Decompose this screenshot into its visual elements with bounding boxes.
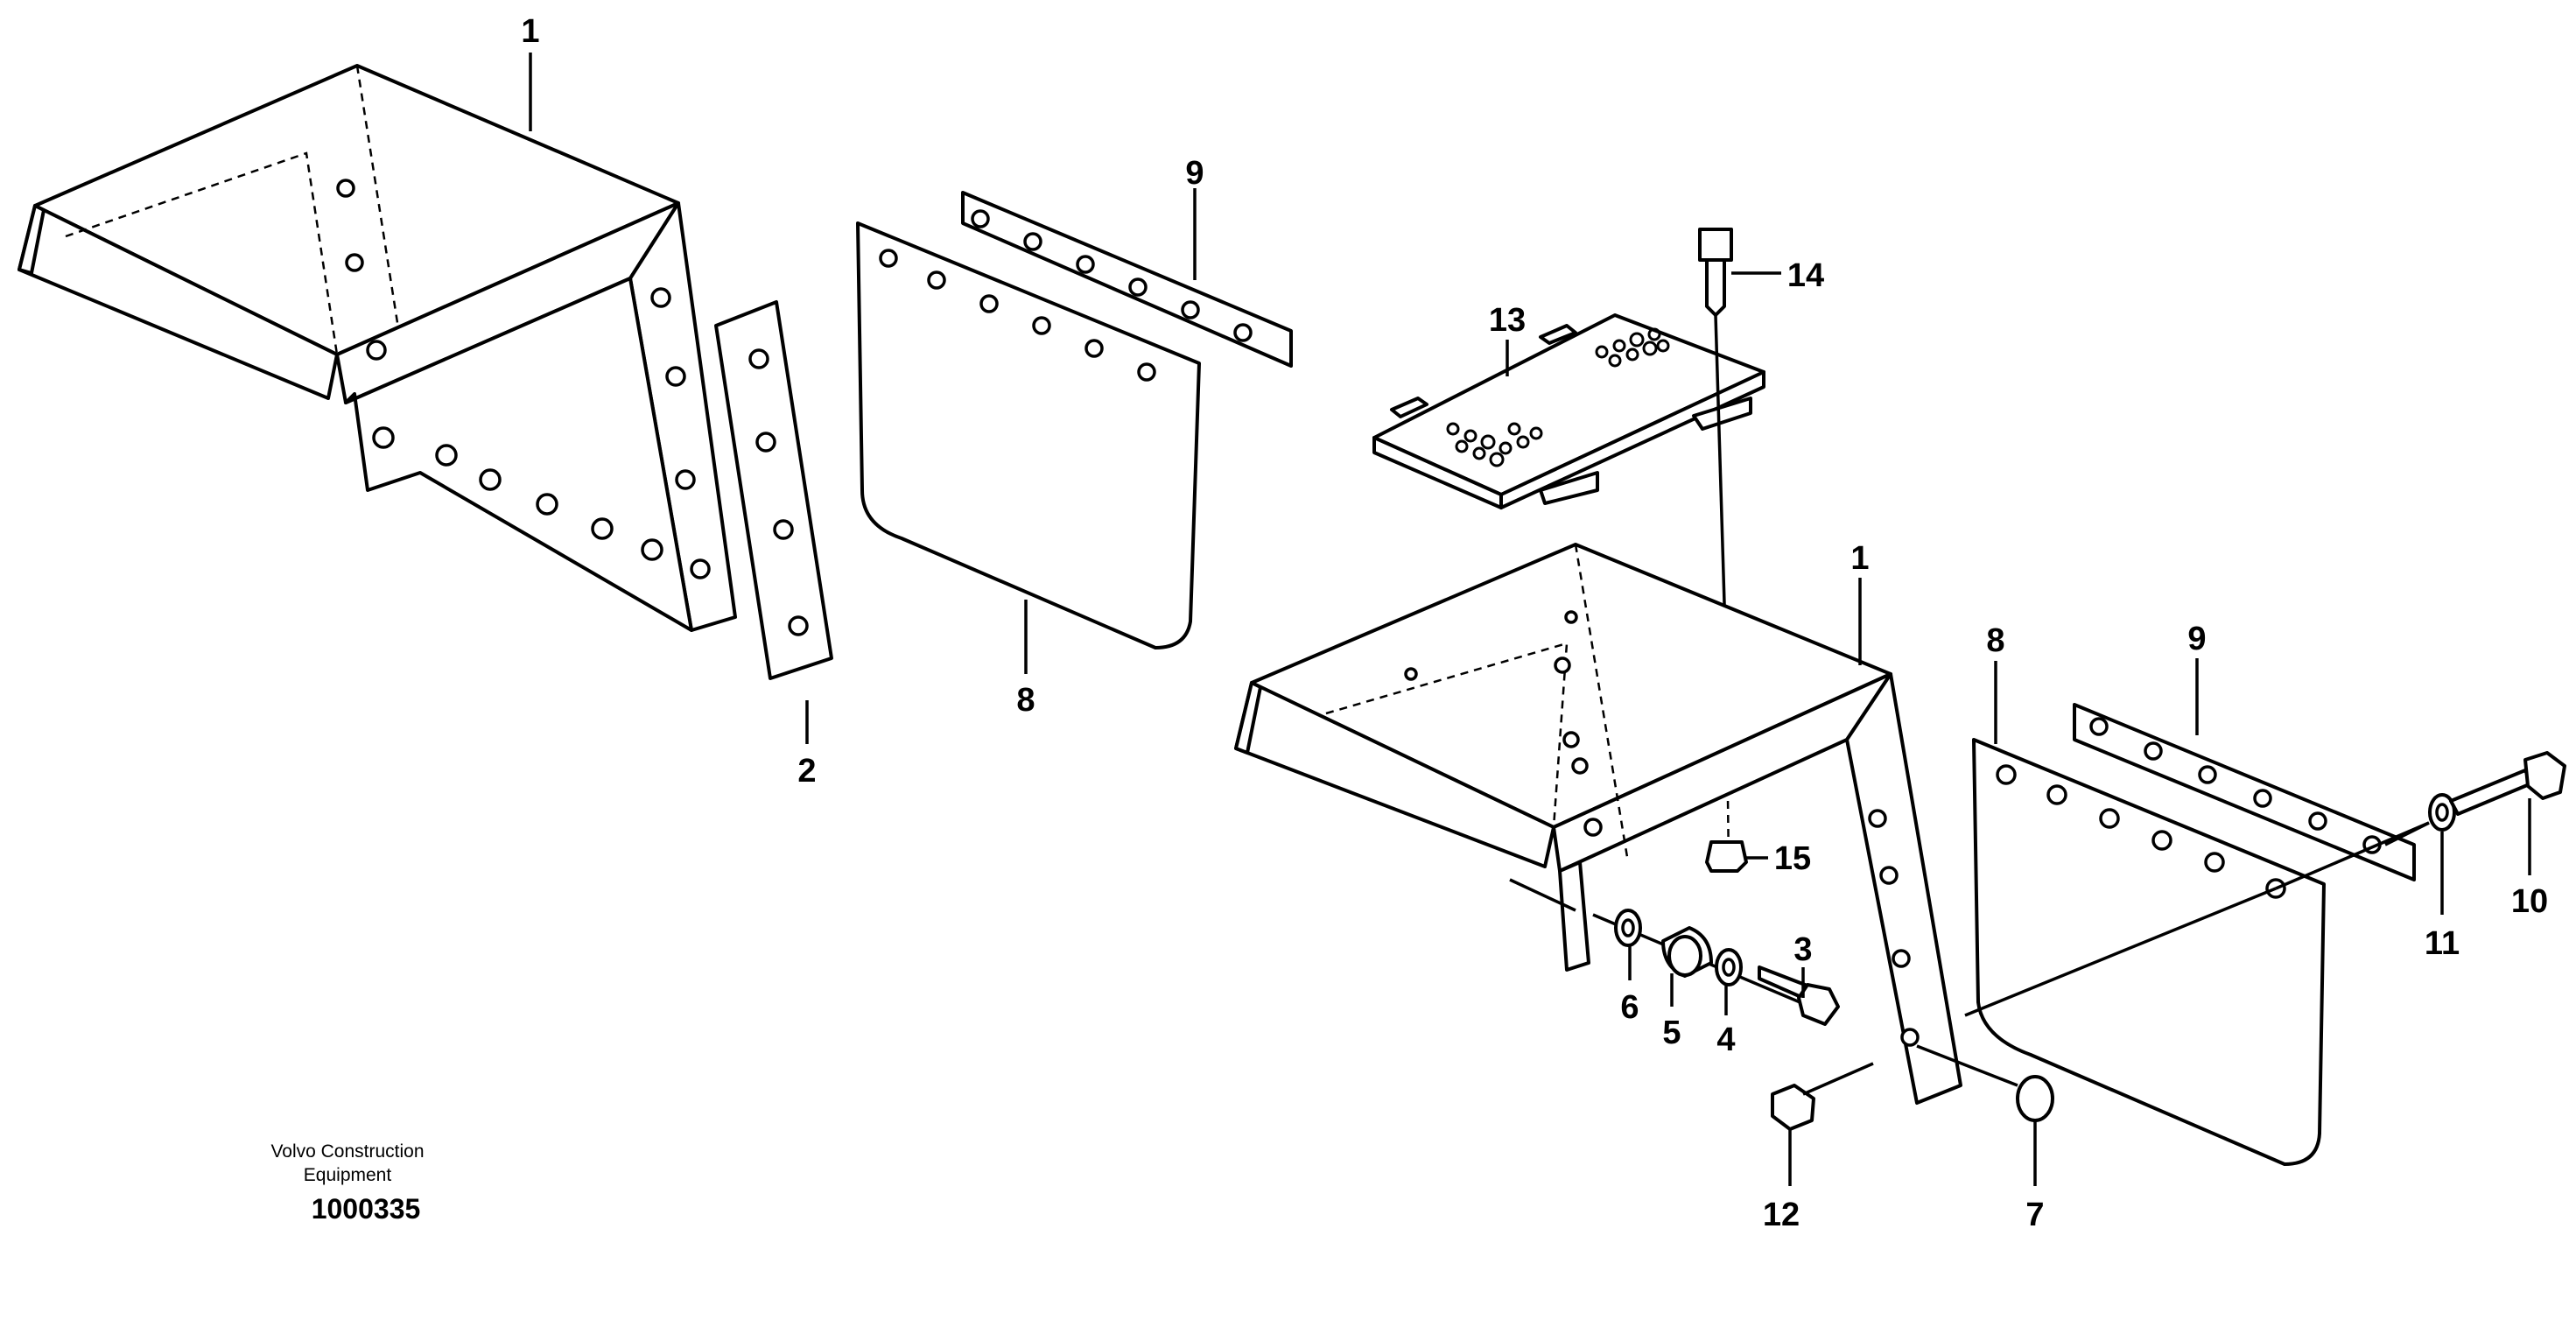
- diagram-caption: Volvo Construction Equipment 1000335: [270, 1141, 424, 1225]
- fastener-stack: [1509, 878, 1840, 1026]
- callout-labels: 1 2 9 8 13 14 1 8 9 15 3 6 5 4 11 10 12 …: [521, 13, 2548, 1233]
- callout-5: 5: [1662, 1015, 1681, 1051]
- mudguard-bracket-right: [1234, 543, 1962, 1105]
- callout-2: 2: [797, 753, 816, 790]
- leader-lines: [529, 53, 2531, 1186]
- caption-company-line1: Volvo Construction: [270, 1141, 424, 1162]
- anti-slip-holes-b: [1595, 327, 1670, 368]
- caption-company-line2: Equipment: [304, 1165, 392, 1185]
- callout-9-left: 9: [1185, 155, 1204, 192]
- callout-1-left: 1: [521, 13, 539, 50]
- bolt-10: [2449, 751, 2566, 816]
- mudflap-right: [1972, 738, 2326, 1166]
- clamp-strip-left: [961, 191, 1293, 368]
- callout-8-right: 8: [1986, 622, 2004, 659]
- callout-11: 11: [2425, 925, 2460, 962]
- callout-1-right: 1: [1850, 540, 1869, 577]
- washer-11: [2384, 793, 2456, 846]
- clamp-strip-right: [2073, 703, 2416, 881]
- callout-15: 15: [1774, 840, 1811, 877]
- caption-drawing-number: 1000335: [312, 1193, 421, 1225]
- callout-14: 14: [1787, 257, 1824, 294]
- rivet-12: [1771, 1062, 1874, 1131]
- nut-15: [1705, 840, 1768, 873]
- callout-4: 4: [1716, 1022, 1735, 1058]
- support-plate-left: [714, 300, 833, 680]
- callout-3: 3: [1793, 931, 1812, 968]
- mudguard-bracket-left: [18, 64, 737, 632]
- callout-6: 6: [1620, 989, 1639, 1026]
- callout-7: 7: [2025, 1197, 2044, 1233]
- mudflap-left: [856, 221, 1201, 649]
- anti-slip-holes-a: [1446, 422, 1543, 467]
- callout-8-left: 8: [1016, 682, 1035, 719]
- callout-12: 12: [1763, 1197, 1800, 1233]
- callout-10: 10: [2511, 883, 2548, 920]
- callout-9-right: 9: [2187, 621, 2206, 657]
- callout-13: 13: [1489, 302, 1526, 339]
- step-plate: [1372, 313, 1765, 509]
